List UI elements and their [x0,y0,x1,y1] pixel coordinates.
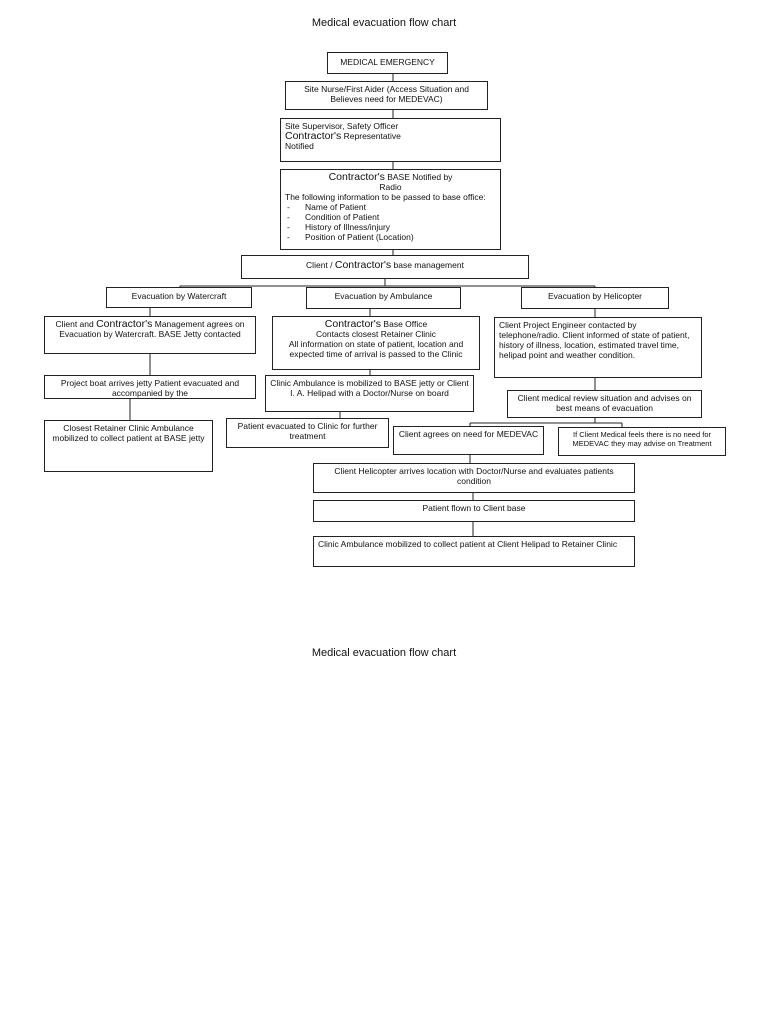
client-medical-review-box: Client medical review situation and advi… [507,390,702,418]
node-text: Site Supervisor, Safety Officer [285,121,399,131]
node-text: Client agrees on need for MEDEVAC [398,429,539,439]
page-title: Medical evacuation flow chart [311,17,457,29]
node-text: Patient flown to Client base [422,503,526,513]
node-text: Clinic Ambulance is mobilized to BASE je… [270,378,469,398]
no-medevac-advice-box: If Client Medical feels there is no need… [558,427,726,456]
node-text: Contacts closest Retainer Clinic [316,329,436,339]
node-text-emphasis: Contractor's [328,171,385,183]
watercraft-agreement-box: Client and Contractor's Management agree… [44,316,256,354]
patient-evacuated-clinic-box: Patient evacuated to Clinic for further … [226,418,389,448]
node-text: Client Project Engineer contacted by tel… [499,320,690,360]
node-text: Client medical review situation and advi… [517,393,692,413]
base-management-box: Client / Contractor's base management [241,255,529,279]
node-text: Evacuation by Ambulance [334,291,433,301]
patient-flown-box: Patient flown to Client base [313,500,635,522]
evacuation-watercraft-box: Evacuation by Watercraft [106,287,252,308]
node-text: Site Nurse/First Aider (Access Situation… [304,84,469,104]
clinic-ambulance-mobilized-box: Clinic Ambulance is mobilized to BASE je… [265,375,474,412]
node-text: Evacuation by Helicopter [547,291,643,301]
client-agrees-medevac-box: Client agrees on need for MEDEVAC [393,426,544,455]
node-text: Radio [379,182,402,192]
helipad-ambulance-box: Clinic Ambulance mobilized to collect pa… [313,536,635,567]
bullet: - [287,222,290,232]
node-text: All information on state of patient, loc… [288,339,464,359]
node-text: Client / [306,260,335,270]
node-text-emphasis: Contractor's [285,130,342,142]
node-text: Client and [55,319,97,329]
node-text: Patient evacuated to Clinic for further … [237,421,378,441]
node-text: Client Helicopter arrives location with … [334,466,614,486]
node-text: Project boat arrives jetty Patient evacu… [60,378,240,398]
site-supervisor-box: Site Supervisor, Safety Officer Contract… [280,118,501,162]
medical-emergency-box: MEDICAL EMERGENCY [327,52,448,74]
client-project-engineer-box: Client Project Engineer contacted by tel… [494,317,702,378]
list-item: Name of Patient [305,202,366,212]
node-text-emphasis: Contractor's [334,259,392,271]
page-title-repeat: Medical evacuation flow chart [311,647,457,659]
node-text: Representative [341,131,401,141]
node-text: Clinic Ambulance mobilized to collect pa… [318,539,618,549]
node-text: The following information to be passed t… [285,192,486,202]
site-nurse-box: Site Nurse/First Aider (Access Situation… [285,81,488,110]
node-text: Management agrees on Evacuation by Water… [59,319,245,339]
evacuation-helicopter-box: Evacuation by Helicopter [521,287,669,309]
bullet: - [287,212,290,222]
node-text: Closest Retainer Clinic Ambulance mobili… [52,423,205,443]
bullet: - [287,232,290,242]
list-item: Position of Patient (Location) [305,232,414,242]
base-notified-box: Contractor's BASE Notified by Radio The … [280,169,501,250]
list-item: History of Illness/injury [305,222,391,232]
node-text-emphasis: Contractor's [96,318,153,330]
node-text: Base Office [381,319,428,329]
project-boat-box: Project boat arrives jetty Patient evacu… [44,375,256,399]
node-text: If Client Medical feels there is no need… [572,430,712,448]
helicopter-arrives-box: Client Helicopter arrives location with … [313,463,635,493]
bullet: - [287,202,290,212]
node-text: MEDICAL EMERGENCY [340,57,435,67]
base-office-box: Contractor's Base Office Contacts closes… [272,316,480,370]
node-text: BASE Notified by [384,172,453,182]
node-text: Evacuation by Watercraft [131,291,227,301]
node-text: Notified [285,141,314,151]
list-item: Condition of Patient [305,212,380,222]
node-text: base management [391,260,464,270]
retainer-ambulance-jetty-box: Closest Retainer Clinic Ambulance mobili… [44,420,213,472]
evacuation-ambulance-box: Evacuation by Ambulance [306,287,461,309]
node-text-emphasis: Contractor's [324,318,382,330]
